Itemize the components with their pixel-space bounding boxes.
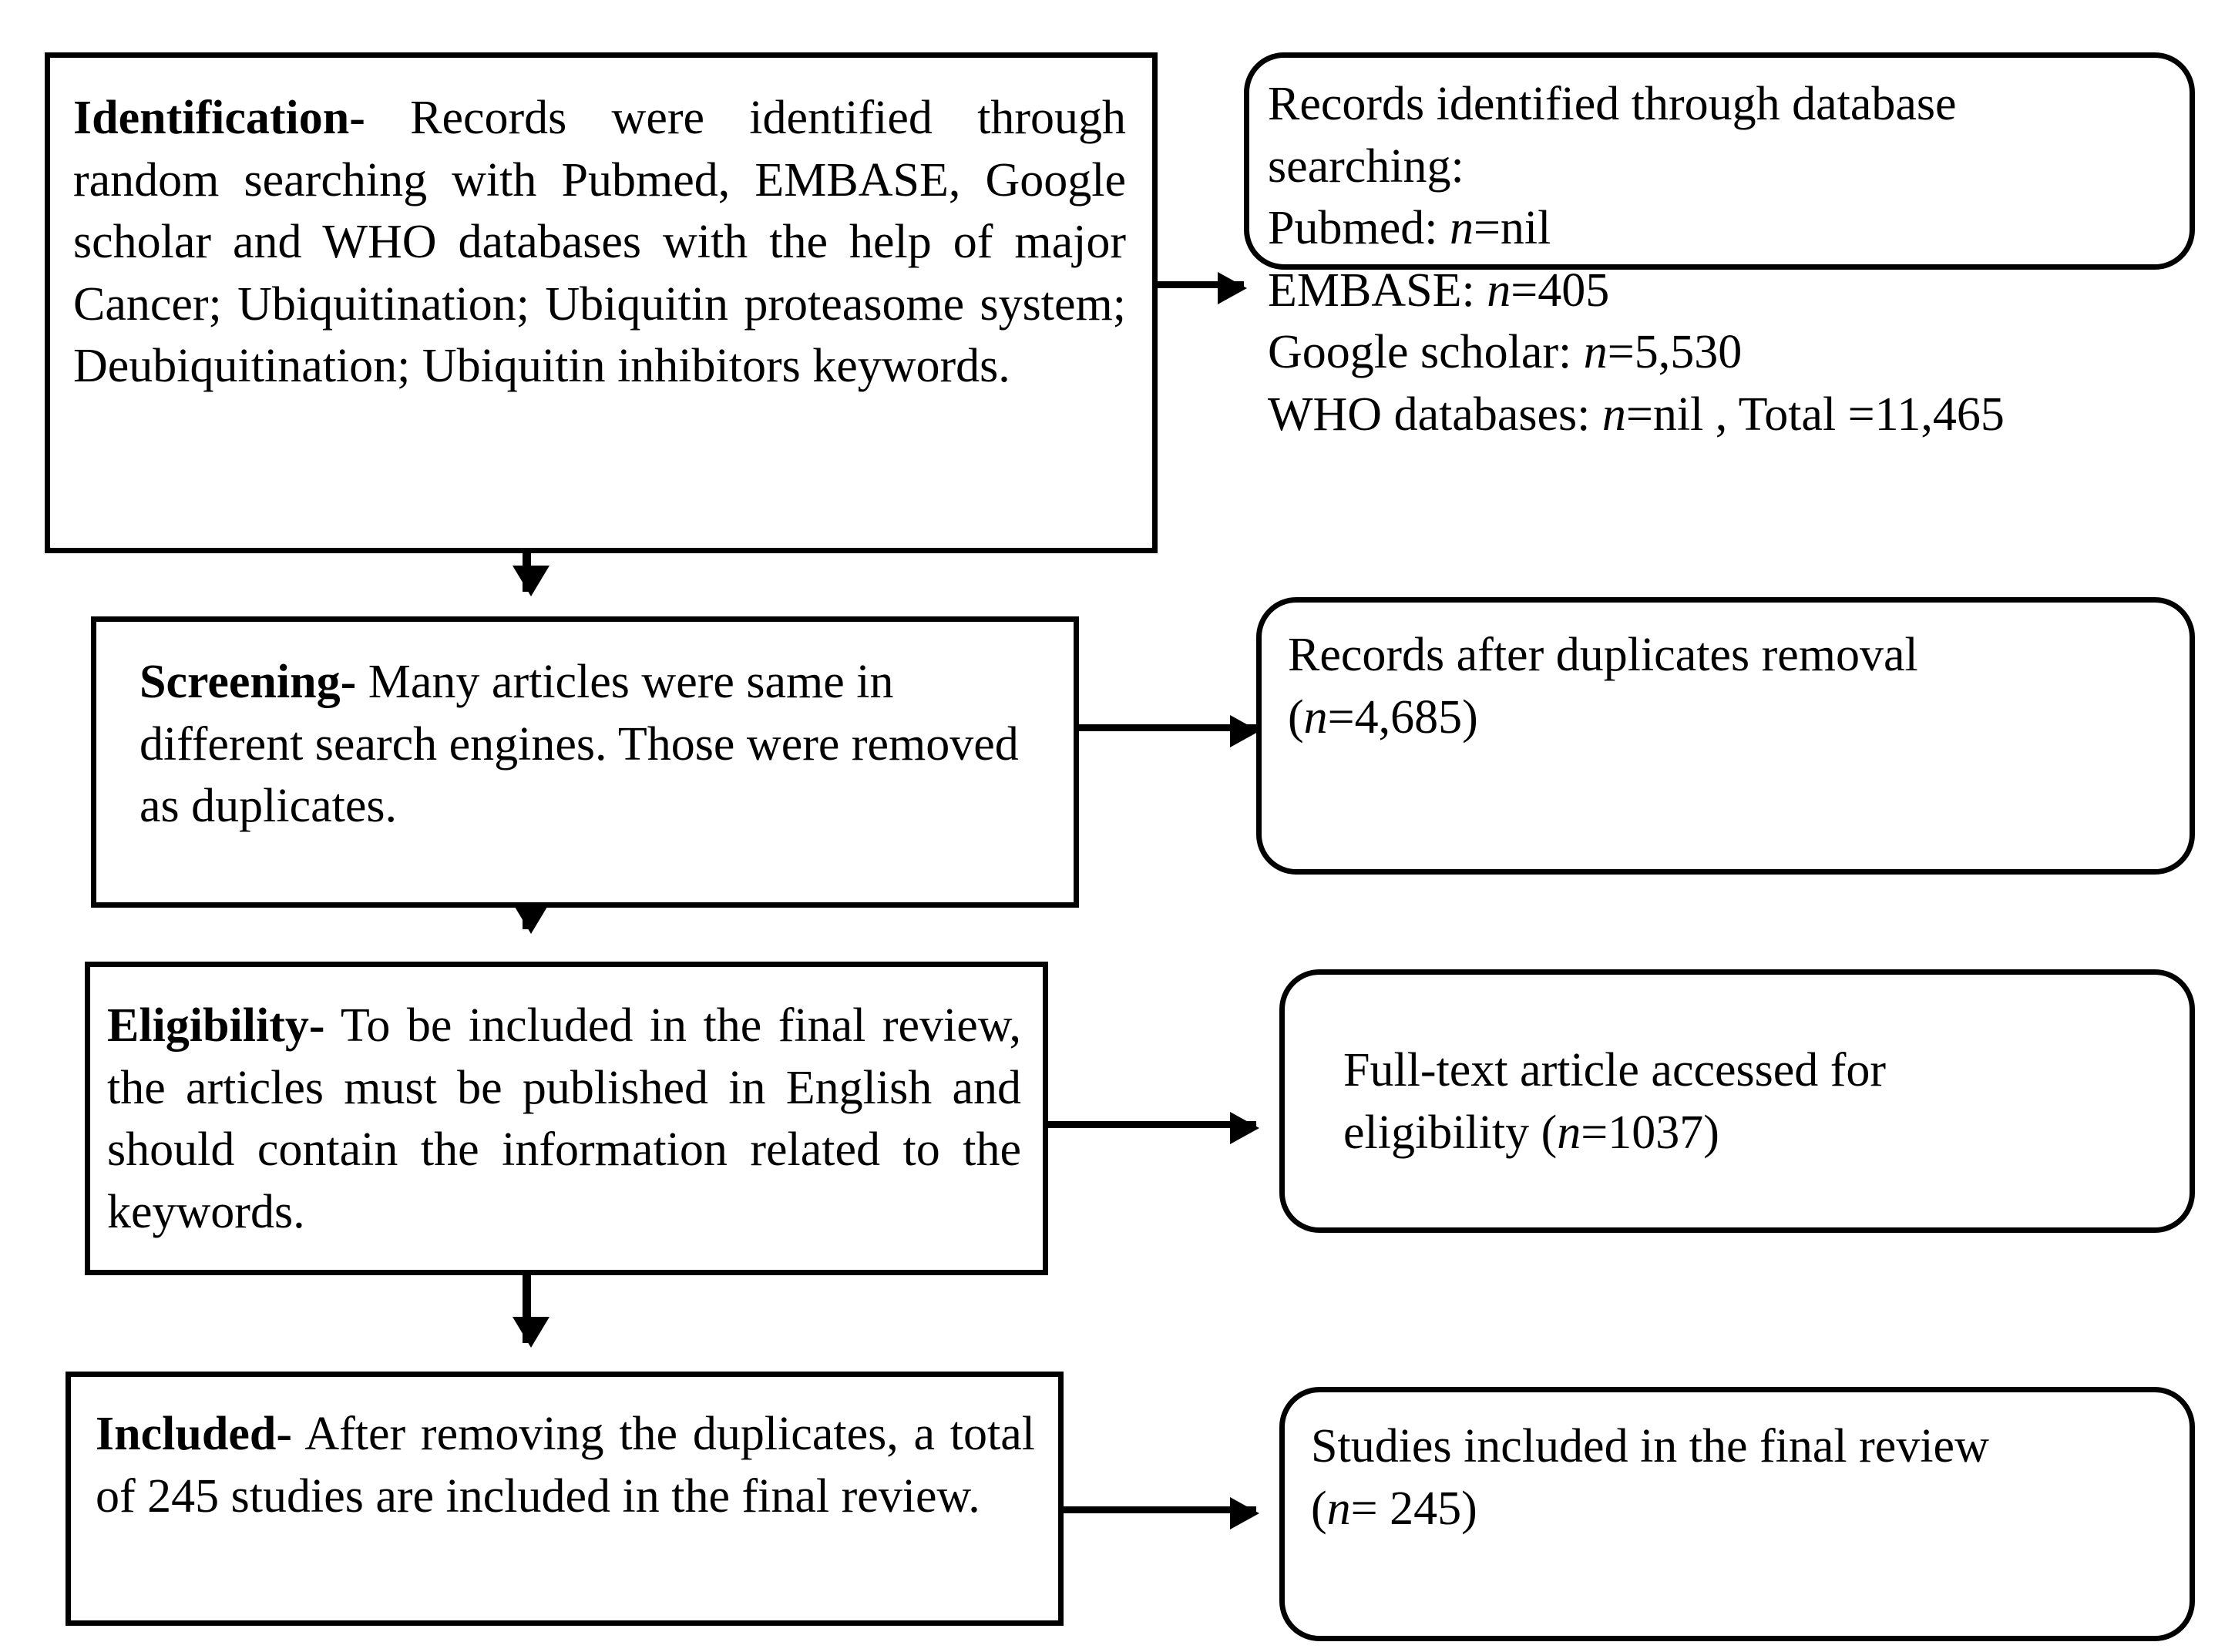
records-identified-line-1: Records identified through database xyxy=(1268,78,1957,130)
arrow-screening-down xyxy=(513,903,550,934)
embase-value: 405 xyxy=(1538,264,1610,317)
studies-included-box: Studies included in the final review (n=… xyxy=(1279,1387,2195,1641)
eligibility-count-n: n xyxy=(1557,1106,1581,1159)
who-label: WHO databases: xyxy=(1268,388,1602,441)
studies-included-text: Studies included in the final review (n=… xyxy=(1285,1415,2190,1540)
records-identified-box: Records identified through database sear… xyxy=(1244,52,2195,441)
embase-n: n xyxy=(1487,264,1511,317)
arrow-included-to-studies xyxy=(1064,1497,1259,1529)
eligibility-count-prefix: eligibility ( xyxy=(1343,1106,1558,1159)
records-count-google-scholar: Google scholar: n=5,530 xyxy=(1268,321,2174,384)
records-identified-line-2: searching: xyxy=(1268,139,1464,193)
records-after-duplicates-box: Records after duplicates removal (n=4,68… xyxy=(1256,597,2195,875)
records-count-pubmed: Pubmed: n=nil xyxy=(1268,197,2174,260)
google-scholar-value: 5,530 xyxy=(1634,326,1743,379)
studies-eq: = xyxy=(1350,1482,1390,1535)
records-after-duplicates-count: (n=4,685) xyxy=(1288,687,2174,749)
who-total: , Total =11,465 xyxy=(1703,388,2005,441)
who-n: n xyxy=(1601,388,1626,441)
embase-eq: = xyxy=(1511,264,1538,317)
studies-included-count: (n= 245) xyxy=(1311,1478,2174,1540)
studies-included-line-1: Studies included in the final review xyxy=(1311,1420,1989,1472)
identification-body: Records were identified through random s… xyxy=(73,92,1126,393)
who-eq: = xyxy=(1625,388,1653,441)
screening-text: Screening- Many articles were same in di… xyxy=(96,651,1074,838)
duplicates-eq: = xyxy=(1327,690,1355,744)
pubmed-value: nil xyxy=(1500,202,1551,255)
duplicates-paren-close: ) xyxy=(1462,690,1478,744)
google-scholar-label: Google scholar: xyxy=(1268,326,1584,379)
included-text: Included- After removing the duplicates,… xyxy=(71,1403,1058,1527)
eligibility-count-value: 1037 xyxy=(1608,1106,1704,1159)
arrow-eligibility-down xyxy=(513,1275,550,1348)
google-scholar-eq: = xyxy=(1607,326,1635,379)
records-after-duplicates-line-1: Records after duplicates removal xyxy=(1288,629,1918,681)
full-text-eligibility-box: Full-text article accessed for eligibili… xyxy=(1279,969,2195,1233)
eligibility-label: Eligibility- xyxy=(107,999,325,1052)
included-body: After removing the duplicates, a total o… xyxy=(96,1408,1035,1523)
duplicates-n: n xyxy=(1303,690,1328,744)
duplicates-paren-open: ( xyxy=(1288,690,1304,744)
screening-label: Screening- xyxy=(139,656,357,708)
eligibility-body: To be included in the final review, the … xyxy=(107,999,1021,1238)
embase-label: EMBASE: xyxy=(1268,264,1487,317)
identification-label: Identification- xyxy=(73,92,365,144)
eligibility-box: Eligibility- To be included in the final… xyxy=(85,962,1048,1275)
records-count-who: WHO databases: n=nil , Total =11,465 xyxy=(1268,384,2174,446)
included-label: Included- xyxy=(96,1408,292,1460)
studies-n: n xyxy=(1326,1482,1351,1535)
pubmed-label: Pubmed: xyxy=(1268,202,1450,255)
pubmed-eq: = xyxy=(1473,202,1501,255)
arrow-eligibility-to-fulltext xyxy=(1048,1112,1259,1144)
studies-paren-open: ( xyxy=(1311,1482,1327,1535)
eligibility-text: Eligibility- To be included in the final… xyxy=(90,995,1043,1243)
full-text-eligibility-text: Full-text article accessed for eligibili… xyxy=(1285,1039,2190,1163)
studies-paren-close: ) xyxy=(1461,1482,1477,1535)
records-after-duplicates-text: Records after duplicates removal (n=4,68… xyxy=(1262,624,2190,748)
arrow-identification-down xyxy=(513,553,550,596)
eligibility-count-eq: = xyxy=(1581,1106,1608,1159)
studies-value: 245 xyxy=(1390,1482,1462,1535)
pubmed-n: n xyxy=(1449,202,1474,255)
records-count-embase: EMBASE: n=405 xyxy=(1268,260,2174,322)
included-box: Included- After removing the duplicates,… xyxy=(66,1372,1064,1626)
identification-box: Identification- Records were identified … xyxy=(45,52,1158,553)
full-text-eligibility-count: eligibility (n=1037) xyxy=(1343,1102,2174,1164)
duplicates-value: 4,685 xyxy=(1354,690,1463,744)
google-scholar-n: n xyxy=(1583,326,1608,379)
screening-body: Many articles were same in different sea… xyxy=(139,656,1019,833)
full-text-eligibility-line-1: Full-text article accessed for xyxy=(1343,1044,1887,1096)
identification-text: Identification- Records were identified … xyxy=(50,87,1152,398)
records-identified-text: Records identified through database sear… xyxy=(1249,73,2190,446)
arrow-screening-to-duplicates xyxy=(1079,715,1259,747)
who-value: nil xyxy=(1652,388,1704,441)
eligibility-paren-close: ) xyxy=(1703,1106,1719,1159)
arrow-identification-to-records xyxy=(1158,272,1247,304)
screening-box: Screening- Many articles were same in di… xyxy=(91,616,1079,908)
